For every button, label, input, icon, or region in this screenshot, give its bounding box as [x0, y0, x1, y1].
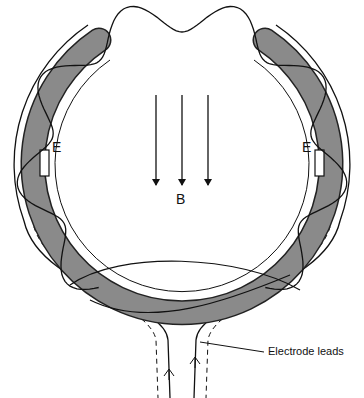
- electrode-label: E: [52, 140, 61, 155]
- electrode: [315, 150, 324, 176]
- leader-line: [200, 342, 264, 352]
- field-arrow: [207, 95, 208, 185]
- winding-wire: [17, 7, 346, 313]
- field-arrow: [155, 95, 156, 185]
- electrode-label: E: [302, 140, 311, 155]
- vessel-edge: [33, 40, 331, 313]
- lead-arrow: [164, 369, 174, 380]
- electrode: [40, 150, 49, 176]
- lead-arrow: [190, 357, 200, 368]
- field-arrow: [181, 95, 182, 185]
- field-label: B: [176, 192, 185, 207]
- callout-label: Electrode leads: [268, 345, 344, 357]
- winding-wire: [17, 7, 346, 290]
- inner-outline: [55, 60, 309, 292]
- winding-wire: [90, 275, 290, 313]
- winding-wire: [70, 261, 300, 290]
- vessel-wall: [33, 40, 331, 313]
